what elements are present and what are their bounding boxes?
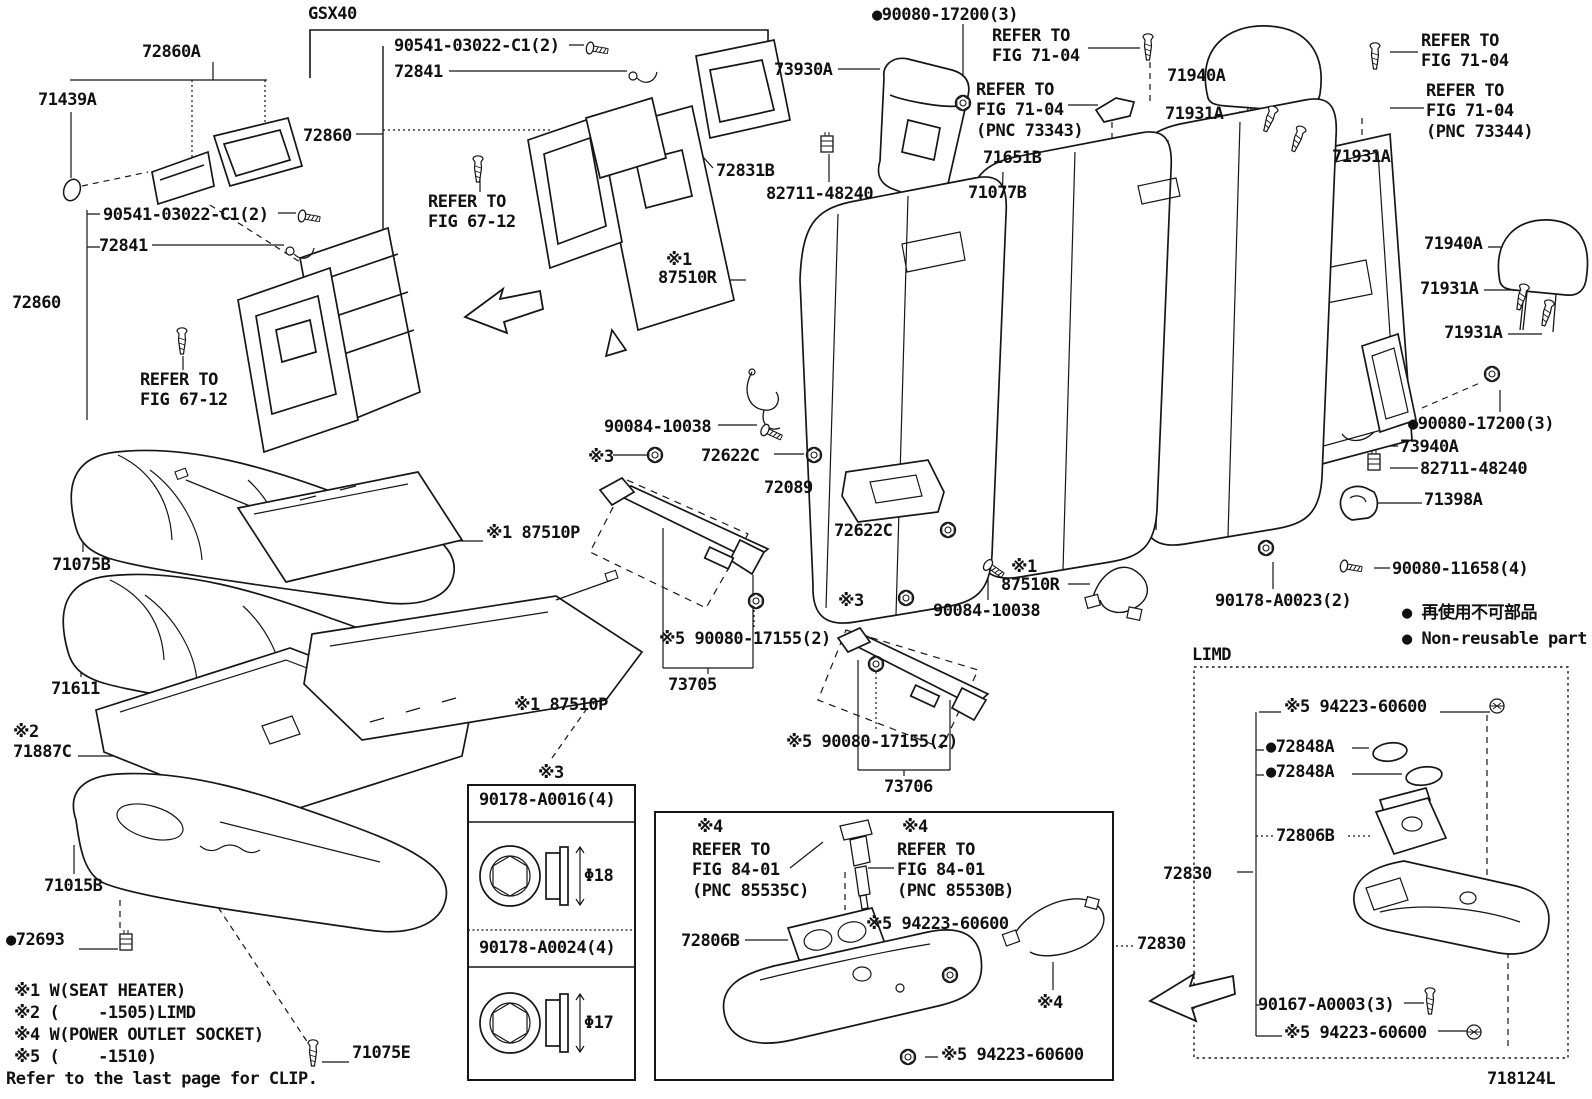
dia-18-label: Φ18 bbox=[584, 866, 614, 886]
73930A-label: 73930A bbox=[774, 60, 833, 80]
72841-gsx-label: 72841 bbox=[394, 62, 443, 82]
82711-48240-right-label: 82711-48240 bbox=[1420, 459, 1528, 479]
nonreusable-jp-label: ● 再使用不可部品 bbox=[1402, 603, 1537, 623]
72622C-b-label: 72622C bbox=[834, 521, 893, 541]
fastener-icons bbox=[62, 33, 1556, 1067]
71651B-label: 71651B bbox=[983, 148, 1042, 168]
87510R-mid-note-label: ※1 bbox=[1011, 557, 1037, 577]
direction-arrows bbox=[463, 286, 1236, 1023]
refer-fig7104-d-label: REFER TO FIG 71-04 (PNC 73344) bbox=[1426, 81, 1534, 142]
90080-17155-b-label: ※5 90080-17155(2) bbox=[786, 732, 958, 752]
gsx40-title-label: GSX40 bbox=[308, 4, 357, 24]
87510R-mid-label: 87510R bbox=[1001, 575, 1060, 595]
refer-fig7104-a-label: REFER TO FIG 71-04 bbox=[992, 26, 1080, 67]
87510P-a-label: ※1 87510P bbox=[486, 523, 580, 543]
90178-A0024-label: 90178-A0024(4) bbox=[479, 938, 616, 958]
footnote-2-label: ※2 ( -1505)LIMD bbox=[14, 1003, 196, 1023]
94223-60600-a-label: ※5 94223-60600 bbox=[866, 914, 1009, 934]
72622C-a-label: 72622C bbox=[701, 446, 760, 466]
note3-a-label: ※3 bbox=[588, 447, 614, 467]
refer-fig7104-b-label: REFER TO FIG 71-04 (PNC 73343) bbox=[976, 80, 1084, 141]
refer-fig6712-gsx-label: REFER TO FIG 67-12 bbox=[428, 192, 516, 233]
90080-17200-top-label: ●90080-17200(3) bbox=[872, 5, 1019, 25]
72841-left-label: 72841 bbox=[99, 236, 148, 256]
90178-A0023-label: 90178-A0023(2) bbox=[1215, 591, 1352, 611]
82711-48240-top-label: 82711-48240 bbox=[766, 184, 874, 204]
72848A-2-label: ●72848A bbox=[1266, 762, 1335, 782]
71611-label: 71611 bbox=[51, 679, 100, 699]
90080-11658-label: 90080-11658(4) bbox=[1392, 559, 1529, 579]
nonreusable-en-label: ● Non-reusable part bbox=[1402, 629, 1587, 649]
73705-label: 73705 bbox=[668, 675, 717, 695]
refer-fig8401-b-label: REFER TO FIG 84-01 (PNC 85530B) bbox=[897, 840, 1014, 901]
94223-60600-limd1-label: ※5 94223-60600 bbox=[1284, 697, 1427, 717]
refer-fig7104-c-label: REFER TO FIG 71-04 bbox=[1421, 31, 1509, 72]
limd-title-label: LIMD bbox=[1192, 645, 1231, 665]
71931A-right1-label: 71931A bbox=[1420, 279, 1479, 299]
72806B-limd-label: 72806B bbox=[1276, 826, 1335, 846]
note3-b-label: ※3 bbox=[838, 591, 864, 611]
71075B-label: 71075B bbox=[52, 555, 111, 575]
72831B-label: 72831B bbox=[716, 161, 775, 181]
71075E-label: 71075E bbox=[352, 1043, 411, 1063]
seat-illustration bbox=[62, 25, 1589, 1054]
94223-60600-limd2-label: ※5 94223-60600 bbox=[1284, 1023, 1427, 1043]
87510R-gsx-note-label: ※1 bbox=[666, 250, 692, 270]
71015B-label: 71015B bbox=[44, 876, 103, 896]
72830-mid-label: 72830 bbox=[1137, 934, 1186, 954]
note4-a-label: ※4 bbox=[697, 817, 723, 837]
94223-60600-b-label: ※5 94223-60600 bbox=[941, 1045, 1084, 1065]
71940A-top-label: 71940A bbox=[1167, 66, 1226, 86]
dashed-outline-boxes bbox=[589, 479, 979, 749]
72830-limd-label: 72830 bbox=[1163, 864, 1212, 884]
90080-17200-right-label: ●90080-17200(3) bbox=[1408, 414, 1555, 434]
72806B-mid-label: 72806B bbox=[681, 931, 740, 951]
71887C-label: ※2 71887C bbox=[13, 722, 72, 763]
71398A-label: 71398A bbox=[1424, 490, 1483, 510]
71940A-right-label: 71940A bbox=[1424, 234, 1483, 254]
arrow-left-icon bbox=[1148, 971, 1236, 1023]
arrow-left-icon bbox=[463, 286, 545, 335]
footnote-4-label: ※4 W(POWER OUTLET SOCKET) bbox=[14, 1025, 264, 1045]
72860-gsx-label: 72860 bbox=[303, 126, 352, 146]
90178-A0016-label: 90178-A0016(4) bbox=[479, 790, 616, 810]
71931A-mid-label: 71931A bbox=[1332, 147, 1391, 167]
87510P-b-label: ※1 87510P bbox=[514, 695, 608, 715]
footnote-1-label: ※1 W(SEAT HEATER) bbox=[14, 981, 186, 1001]
clip-note-label: Refer to the last page for CLIP. bbox=[6, 1069, 318, 1089]
dia-17-label: Φ17 bbox=[584, 1013, 614, 1033]
87510R-gsx-label: 87510R bbox=[658, 268, 717, 288]
note4-b-label: ※4 bbox=[902, 817, 928, 837]
73940A-label: 73940A bbox=[1400, 437, 1459, 457]
clip-icon bbox=[628, 71, 638, 81]
73706-label: 73706 bbox=[884, 777, 933, 797]
note3-specbox-label: ※3 bbox=[538, 763, 564, 783]
72860-left-label: 72860 bbox=[12, 293, 61, 313]
note4-c-label: ※4 bbox=[1037, 993, 1063, 1013]
71931A-right2-label: 71931A bbox=[1444, 323, 1503, 343]
90080-17155-a-label: ※5 90080-17155(2) bbox=[659, 629, 831, 649]
72860A-label: 72860A bbox=[142, 42, 201, 62]
72089-label: 72089 bbox=[764, 478, 813, 498]
71931A-top-label: 71931A bbox=[1165, 104, 1224, 124]
90541-03022-left-label: 90541-03022-C1(2) bbox=[103, 205, 269, 225]
72693-label: ●72693 bbox=[6, 930, 65, 950]
90541-03022-gsx-label: 90541-03022-C1(2) bbox=[394, 36, 560, 56]
90167-A0003-label: 90167-A0003(3) bbox=[1258, 995, 1395, 1015]
71077B-label: 71077B bbox=[968, 183, 1027, 203]
72848A-1-label: ●72848A bbox=[1266, 737, 1335, 757]
refer-fig6712-left-label: REFER TO FIG 67-12 bbox=[140, 370, 228, 411]
refer-fig8401-a-label: REFER TO FIG 84-01 (PNC 85535C) bbox=[692, 840, 809, 901]
90084-10038-a-label: 90084-10038 bbox=[604, 417, 712, 437]
footnote-5-label: ※5 ( -1510) bbox=[14, 1047, 157, 1067]
drawing-number-label: 718124L bbox=[1487, 1069, 1556, 1089]
71439A-label: 71439A bbox=[38, 90, 97, 110]
90084-10038-b-label: 90084-10038 bbox=[933, 601, 1041, 621]
